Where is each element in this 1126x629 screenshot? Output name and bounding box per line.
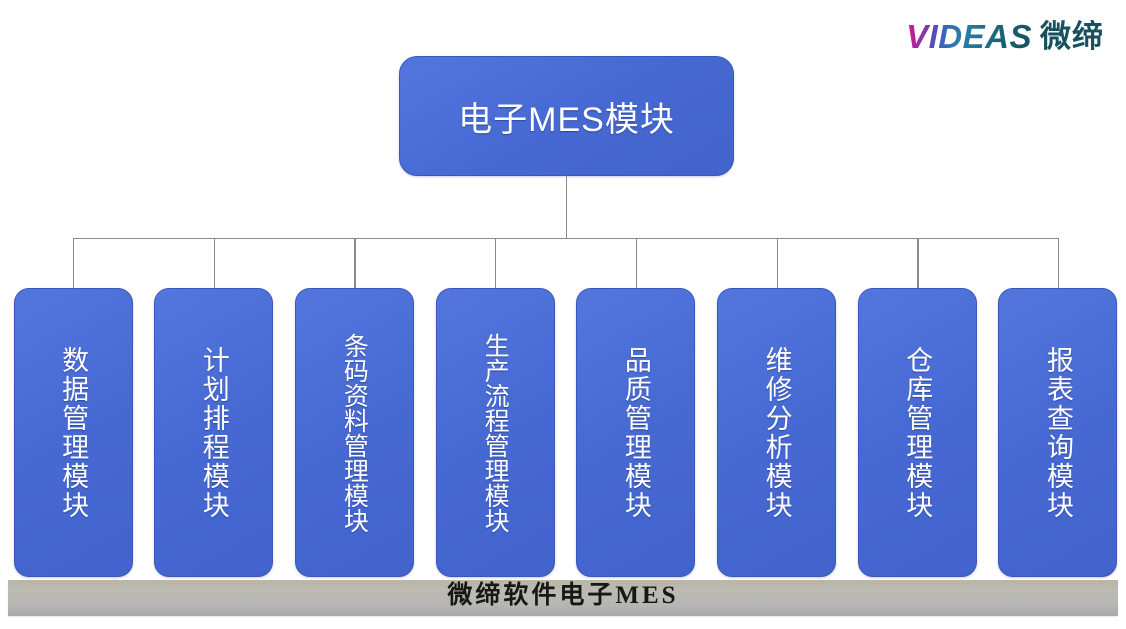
connector-drop-6 xyxy=(776,238,778,288)
node-warehouse-management[interactable]: 仓库管理模块 xyxy=(857,288,977,577)
brand-logo: VIDEAS 微缔 xyxy=(906,16,1104,56)
node-label-production-process-management: 生产流程管理模块 xyxy=(481,332,510,533)
root-node-label: 电子MES模块 xyxy=(458,100,675,139)
node-report-query[interactable]: 报表查询模块 xyxy=(998,288,1118,577)
base-platform xyxy=(8,580,1118,616)
connector-drop-8 xyxy=(1057,238,1060,288)
node-planning-scheduling[interactable]: 计划排程模块 xyxy=(154,288,274,577)
node-label-data-management: 数据管理模块 xyxy=(58,345,89,520)
brand-wordmark-icon: VIDEAS xyxy=(906,17,1032,55)
connector-drop-7 xyxy=(917,238,919,288)
base-platform-label: 微缔软件电子MES xyxy=(447,582,679,609)
connector-drop-1 xyxy=(73,238,75,288)
connector-drop-2 xyxy=(213,238,216,288)
node-barcode-data-management[interactable]: 条码资料管理模块 xyxy=(294,288,414,577)
brand-name-chinese: 微缔 xyxy=(1040,18,1104,54)
node-maintenance-analysis[interactable]: 维修分析模块 xyxy=(717,288,836,577)
node-data-management[interactable]: 数据管理模块 xyxy=(13,288,133,577)
node-label-quality-management: 品质管理模块 xyxy=(620,345,651,520)
connector-root-stem xyxy=(565,176,567,238)
node-label-maintenance-analysis: 维修分析模块 xyxy=(761,345,792,520)
node-label-warehouse-management: 仓库管理模块 xyxy=(902,345,933,520)
node-quality-management[interactable]: 品质管理模块 xyxy=(576,288,696,577)
connector-horizontal-bus xyxy=(73,237,1058,239)
node-label-barcode-data-management: 条码资料管理模块 xyxy=(340,332,369,533)
node-label-report-query: 报表查询模块 xyxy=(1043,345,1073,520)
node-production-process-management[interactable]: 生产流程管理模块 xyxy=(435,288,555,577)
root-node[interactable]: 电子MES模块 xyxy=(399,56,734,176)
connector-drop-4 xyxy=(495,238,497,288)
connector-drop-5 xyxy=(635,238,638,288)
node-label-planning-scheduling: 计划排程模块 xyxy=(198,345,229,520)
connector-drop-3 xyxy=(354,238,356,288)
